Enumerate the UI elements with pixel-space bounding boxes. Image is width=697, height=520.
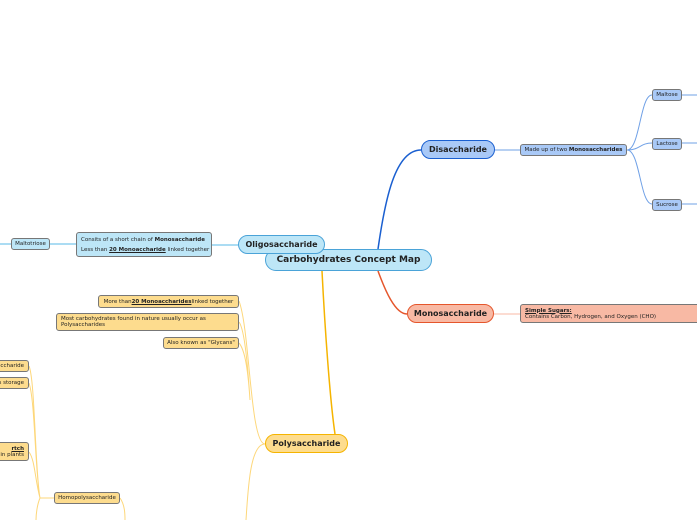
maltotriose-node[interactable]: Maltotriose bbox=[11, 238, 50, 250]
poly-glycans[interactable]: Also known as "Glycans" bbox=[163, 337, 239, 349]
simple-sugars-text: Contains Carbon, Hydrogen, and Oxygen (C… bbox=[525, 313, 657, 320]
desc-bold: Monosaccharides bbox=[568, 147, 623, 153]
poly-left-2[interactable]: s storage bbox=[0, 377, 29, 389]
disaccharide-desc[interactable]: Made up of two Monosaccharides bbox=[520, 144, 627, 156]
disaccharide-node[interactable]: Disaccharide bbox=[421, 140, 495, 159]
homopolysaccharide-node[interactable]: Homopolysaccharide bbox=[54, 492, 120, 504]
lactose-node[interactable]: Lactose bbox=[652, 138, 682, 150]
sucrose-node[interactable]: Sucrose bbox=[652, 199, 682, 211]
oligo-line1: Consits of a short chain of Monosacchari… bbox=[81, 236, 205, 243]
simple-sugars-node[interactable]: Simple Sugars: Contains Carbon, Hydrogen… bbox=[520, 304, 697, 323]
simple-sugars-title: Simple Sugars: bbox=[525, 307, 572, 314]
oligo-desc[interactable]: Consits of a short chain of Monosacchari… bbox=[76, 232, 212, 257]
maltose-node[interactable]: Maltose bbox=[652, 89, 682, 101]
oligosaccharide-node[interactable]: Oligosaccharide bbox=[238, 235, 325, 254]
polysaccharide-node[interactable]: Polysaccharide bbox=[265, 434, 348, 453]
desc-text: Made up of two bbox=[524, 147, 568, 153]
poly-most-carbs[interactable]: Most carbohydrates found in nature usual… bbox=[56, 313, 239, 331]
oligo-line2: Less than 20 Monoaccharide linked togeth… bbox=[81, 246, 210, 253]
monosaccharide-node[interactable]: Monosaccharide bbox=[407, 304, 494, 323]
poly-left-1[interactable]: ccharide bbox=[0, 360, 29, 372]
poly-more-than[interactable]: More than 20 Monoaccharides linked toget… bbox=[98, 295, 239, 308]
central-topic[interactable]: Carbohydrates Concept Map bbox=[265, 249, 432, 271]
